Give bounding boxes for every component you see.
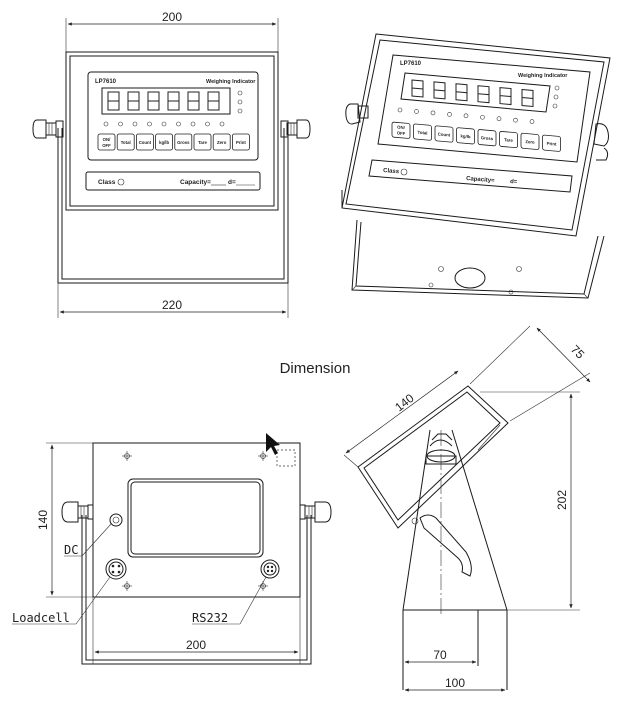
- model-label: LP7610: [95, 79, 117, 85]
- mounting-bracket: [57, 128, 289, 284]
- perspective-faceplate: [377, 54, 591, 163]
- side-housing: [357, 385, 509, 529]
- dim-220: 220: [162, 298, 182, 312]
- persp-capacity-label: Capacity=: [466, 176, 495, 184]
- dim-75: 75: [568, 342, 588, 362]
- label-strip: [85, 171, 261, 191]
- key-onoff[interactable]: ON/OFF: [97, 133, 116, 151]
- svg-text:Total: Total: [121, 140, 131, 145]
- side-view: 75 140 202 70 100: [343, 325, 591, 692]
- svg-text:OFF: OFF: [102, 143, 111, 148]
- key-tare[interactable]: Tare: [193, 133, 212, 151]
- capacity-label: Capacity=: [180, 179, 211, 186]
- front-view: 200 LP7610 Weighing Indicator ON/OFF Tota…: [32, 10, 311, 318]
- brand-label: Weighing Indicator: [206, 79, 256, 85]
- rear-window: [127, 478, 264, 558]
- key-kglb[interactable]: kg/lb: [155, 133, 174, 151]
- dim-200-top: 200: [162, 10, 182, 24]
- keypad: ON/OFF Total Count kg/lb Gross Tare Zero Print: [97, 133, 250, 151]
- perspective-bracket: [351, 219, 605, 299]
- loadcell-label: Loadcell: [12, 611, 70, 625]
- svg-text:Print: Print: [236, 140, 246, 145]
- rear-panel: [92, 442, 301, 598]
- rear-view: 140: [12, 433, 332, 665]
- svg-text:Print: Print: [547, 141, 557, 147]
- persp-key-total[interactable]: Total: [413, 123, 432, 141]
- rs232-socket-icon: [260, 559, 280, 579]
- screw-icon: [122, 451, 268, 591]
- rear-right-knob-icon: [299, 501, 332, 523]
- persp-key-kglb[interactable]: kg/lb: [456, 127, 475, 145]
- persp-left-knob-icon: [345, 103, 369, 125]
- dim-line-140-side: [345, 370, 459, 454]
- persp-key-tare[interactable]: Tare: [499, 131, 518, 149]
- persp-key-onoff[interactable]: ON/OFF: [391, 121, 411, 139]
- class-circle-icon: [117, 178, 125, 186]
- cable-connector: [419, 514, 472, 577]
- key-print[interactable]: Print: [231, 133, 250, 151]
- capacity-d-label: d=: [228, 179, 236, 186]
- rear-bracket: [85, 515, 308, 661]
- dim-202: 202: [555, 490, 569, 510]
- svg-text:kg/lb: kg/lb: [460, 133, 470, 139]
- svg-text:Gross: Gross: [481, 135, 494, 141]
- led-row: [103, 121, 225, 127]
- status-lamps: [237, 90, 243, 114]
- cursor-arrow-icon: [266, 433, 280, 455]
- left-knob-icon: [32, 119, 64, 139]
- svg-text:OFF: OFF: [397, 130, 406, 136]
- svg-text:Tare: Tare: [198, 140, 207, 145]
- seven-segment-digits: [107, 91, 220, 111]
- persp-key-print[interactable]: Print: [542, 134, 561, 152]
- rear-left-knob-icon: [61, 501, 94, 523]
- persp-lcd-display: [400, 72, 551, 113]
- right-knob-icon: [280, 119, 311, 139]
- svg-text:Count: Count: [438, 131, 451, 137]
- key-gross[interactable]: Gross: [174, 133, 193, 151]
- loadcell-socket-icon: [105, 558, 127, 580]
- svg-text:kg/lb: kg/lb: [159, 140, 169, 145]
- svg-text:Count: Count: [139, 140, 152, 145]
- class-label: Class: [98, 179, 116, 186]
- persp-key-gross[interactable]: Gross: [477, 129, 497, 147]
- rs232-label: RS232: [192, 611, 228, 625]
- persp-right-knob-icon: [593, 123, 609, 161]
- svg-text:Zero: Zero: [525, 139, 535, 145]
- persp-seven-segment-digits: [411, 79, 534, 108]
- persp-key-count[interactable]: Count: [434, 125, 454, 143]
- persp-label-strip: [368, 159, 573, 193]
- svg-text:ON/: ON/: [103, 137, 111, 142]
- dim-200-rear: 200: [186, 638, 206, 652]
- svg-text:Total: Total: [418, 130, 428, 136]
- persp-class-label: Class: [383, 168, 400, 175]
- dc-label: DC: [64, 543, 78, 557]
- dim-140-rear: 140: [36, 510, 50, 530]
- perspective-housing: [341, 33, 611, 237]
- dc-socket-icon: [109, 513, 123, 527]
- perspective-view: LP7610 Weighing Indicator ON/OFF Total Cou…: [341, 33, 611, 299]
- persp-brand-label: Weighing Indicator: [518, 73, 568, 79]
- section-title: Dimension: [280, 360, 351, 377]
- svg-text:Gross: Gross: [177, 140, 190, 145]
- svg-text:Tare: Tare: [504, 137, 513, 143]
- lcd-display: [101, 87, 231, 115]
- persp-led-row: [397, 107, 535, 124]
- dim-line-75: [536, 327, 591, 383]
- key-zero[interactable]: Zero: [212, 133, 231, 151]
- bracket-center-hole: [454, 267, 486, 289]
- key-total[interactable]: Total: [116, 133, 135, 151]
- key-count[interactable]: Count: [135, 133, 154, 151]
- svg-text:Zero: Zero: [217, 140, 227, 145]
- persp-capacity-d-label: d=: [510, 179, 518, 186]
- dim-100: 100: [445, 676, 465, 690]
- indicator-housing: [65, 51, 279, 211]
- persp-model-label: LP7610: [400, 61, 422, 67]
- dim-140-side: 140: [392, 391, 417, 415]
- svg-text:ON/: ON/: [397, 124, 405, 130]
- faceplate: [87, 71, 259, 161]
- dim-70: 70: [433, 648, 447, 662]
- persp-key-zero[interactable]: Zero: [520, 132, 540, 150]
- persp-keypad: ON/OFF Total Count kg/lb Gross Tare Zero Print: [391, 121, 561, 152]
